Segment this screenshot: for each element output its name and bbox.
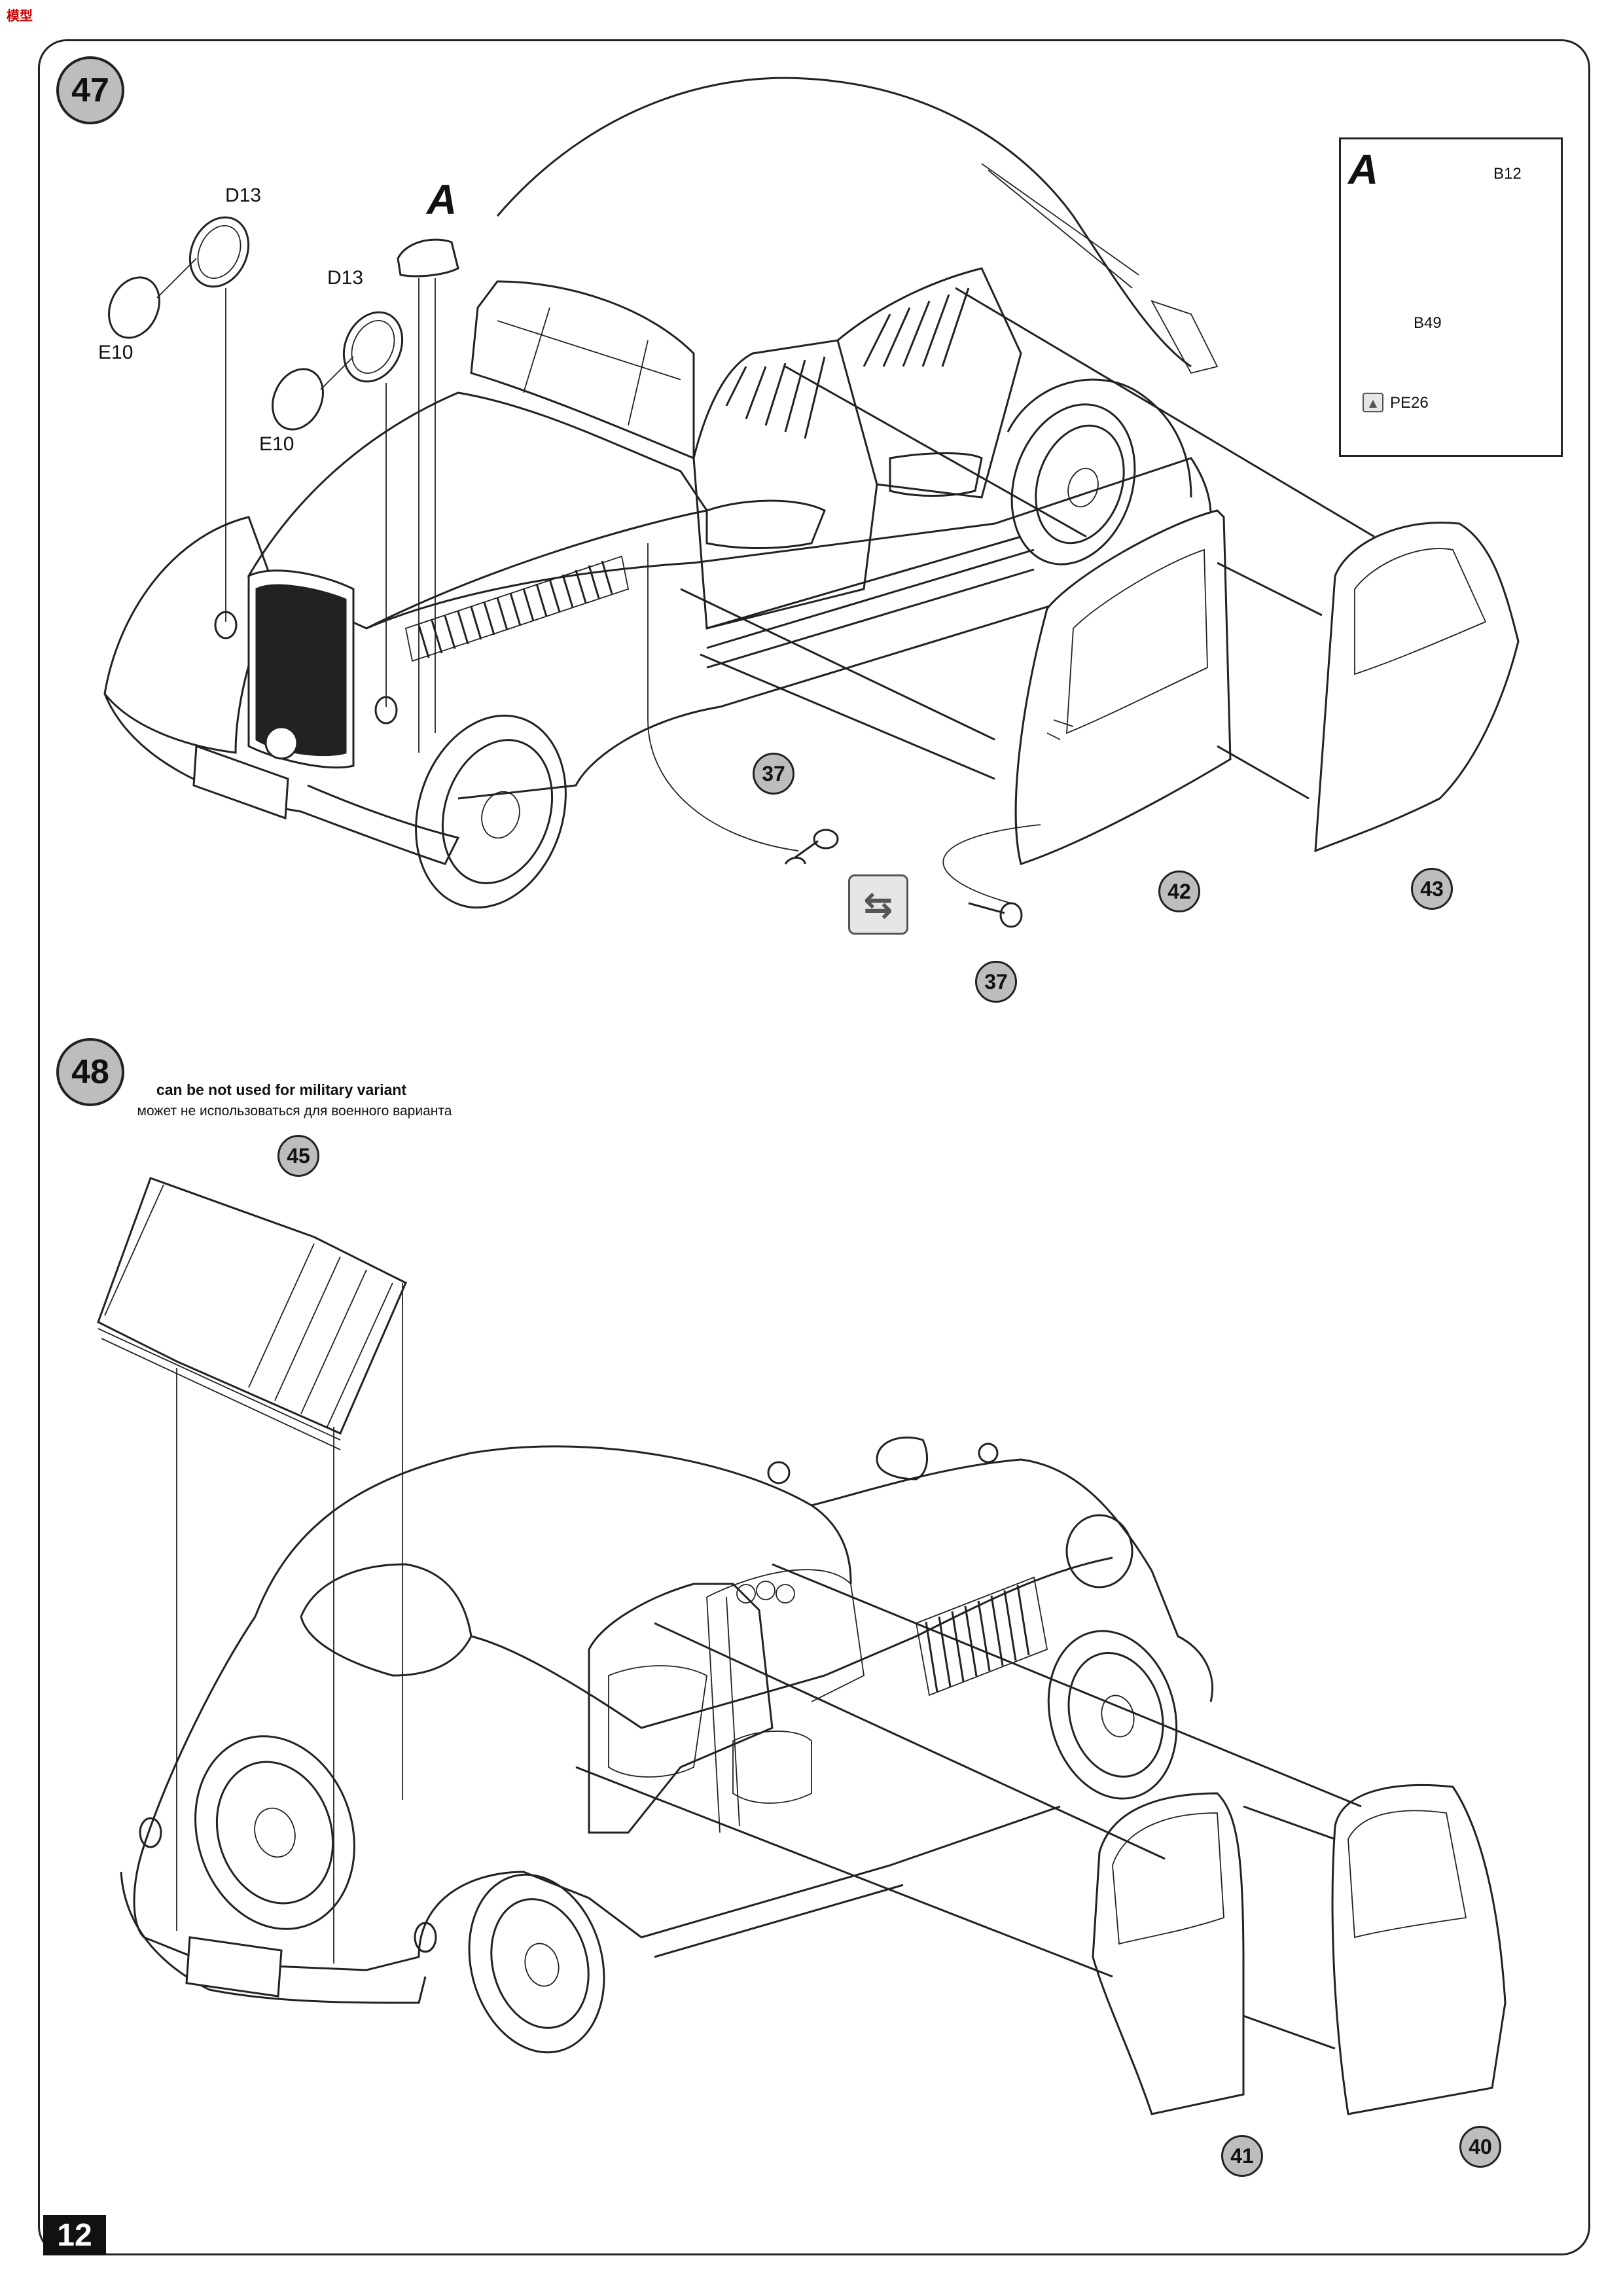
step47-door-43 (1314, 522, 1520, 853)
page-number: 12 (43, 2215, 106, 2255)
step48-roof-rack (97, 1177, 407, 1964)
step48-door-41 (1092, 1792, 1245, 2115)
label-e10-b: E10 (259, 433, 294, 455)
label-d13-a: D13 (225, 185, 262, 206)
label-b49: B49 (1414, 314, 1442, 332)
part-45: 45 (277, 1135, 319, 1177)
detail-letter-A: A (1348, 146, 1379, 193)
step47-headlamps (108, 216, 459, 753)
step47-handles (647, 543, 1041, 928)
step-48-number: 48 (56, 1038, 124, 1106)
callout-letter-A: A (427, 176, 457, 223)
label-b12: B12 (1493, 165, 1522, 183)
publisher-logo: 模型 (7, 9, 33, 24)
step47-door-42 (1014, 509, 1232, 865)
note-english: can be not used for military variant (156, 1081, 407, 1098)
part-43: 43 (1411, 868, 1453, 910)
photo-etch-icon: ▲ (1363, 393, 1383, 412)
step47-car-body (103, 77, 1219, 909)
part-37-b: 37 (975, 961, 1017, 1003)
part-37-a: 37 (753, 753, 794, 795)
step48-door-40 (1331, 1784, 1507, 2115)
label-pe26: PE26 (1390, 394, 1429, 412)
label-d13-b: D13 (327, 267, 364, 289)
step48-car-body (120, 1436, 1214, 2054)
step-47-number: 47 (56, 56, 124, 124)
part-42: 42 (1158, 870, 1200, 912)
part-41: 41 (1221, 2135, 1263, 2177)
step48-guides (575, 1563, 1362, 2050)
symmetry-icon: ⇆ (848, 874, 908, 935)
label-e10-a: E10 (98, 342, 134, 363)
part-40: 40 (1459, 2126, 1501, 2168)
page-frame (38, 39, 1590, 2255)
step47-guides (680, 287, 1375, 800)
note-russian: может не использоваться для военного вар… (137, 1103, 452, 1119)
